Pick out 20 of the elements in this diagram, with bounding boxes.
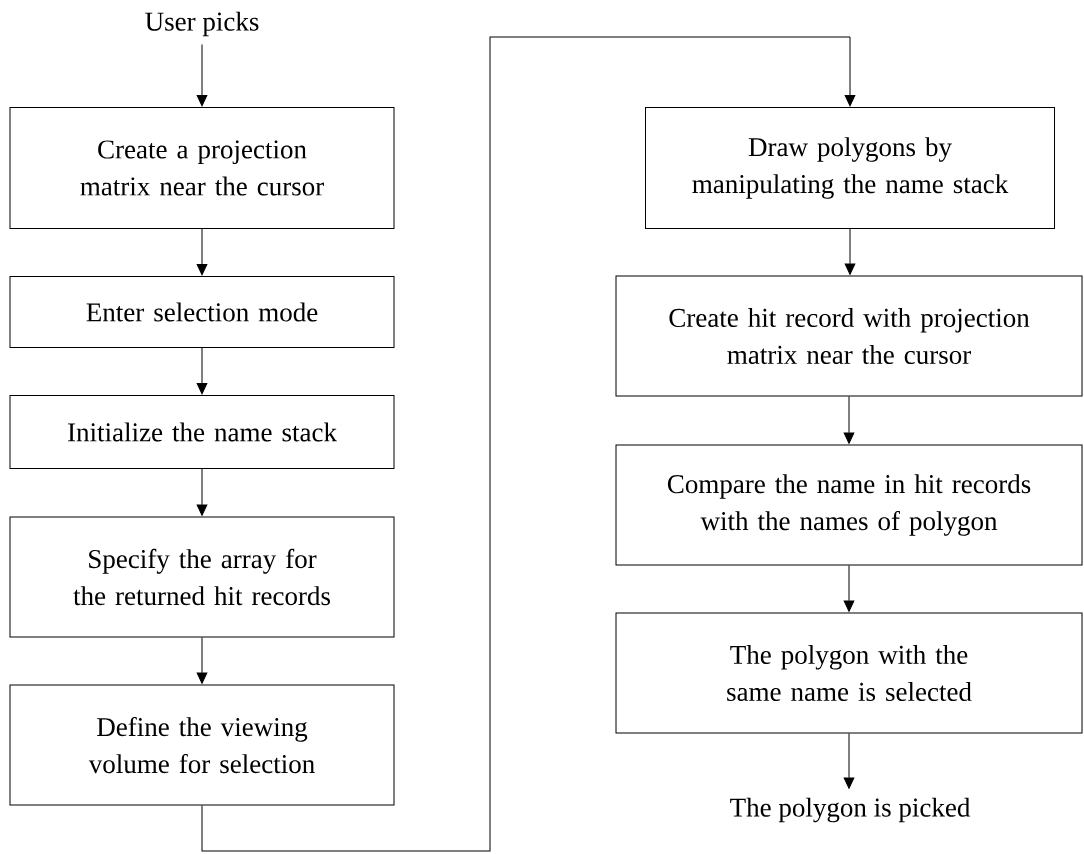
- arrow: [196, 637, 208, 684]
- flow-label: The polygon is picked: [730, 797, 971, 823]
- arrow: [196, 347, 208, 395]
- arrow: [843, 733, 855, 789]
- process-box: The polygon with the same name is selected: [615, 612, 1083, 734]
- process-box: Specify the array for the returned hit records: [9, 516, 395, 638]
- arrow: [844, 228, 856, 275]
- process-box: Enter selection mode: [9, 276, 395, 348]
- process-box: Create a projection matrix near the cursor: [9, 107, 395, 229]
- process-box: Compare the name in hit records with the names of polygon: [615, 444, 1083, 566]
- process-box: Draw polygons by manipulating the name stack: [645, 107, 1055, 229]
- arrow: [843, 396, 855, 444]
- process-box: Create hit record with projection matrix near the cursor: [615, 275, 1083, 397]
- flow-label: User picks: [145, 11, 259, 37]
- process-box: Initialize the name stack: [9, 395, 395, 469]
- process-box: Define the viewing volume for selection: [9, 684, 395, 806]
- arrow: [843, 565, 855, 612]
- arrow: [196, 228, 208, 276]
- arrow: [196, 43, 208, 107]
- arrow: [196, 468, 208, 516]
